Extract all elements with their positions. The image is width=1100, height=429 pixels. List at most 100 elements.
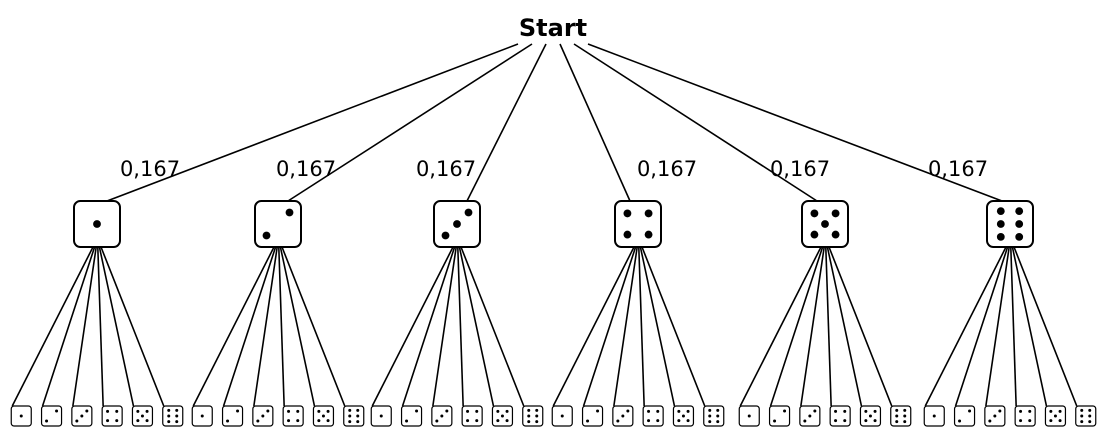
edge-6-to-4 bbox=[1010, 246, 1017, 407]
die-pip bbox=[75, 419, 79, 423]
edge-5-to-4 bbox=[825, 246, 832, 407]
die-face bbox=[282, 405, 304, 427]
die-pip bbox=[644, 230, 653, 239]
die-pip bbox=[998, 409, 1002, 413]
die-pip bbox=[85, 409, 89, 413]
die-face-4-icon bbox=[101, 405, 123, 427]
die-pip bbox=[317, 409, 321, 413]
die-pip bbox=[106, 409, 110, 413]
die-pip bbox=[686, 419, 690, 423]
die-pip bbox=[136, 419, 140, 423]
probability-label-3: 0,167 bbox=[416, 157, 476, 181]
die-face-6-icon bbox=[343, 405, 365, 427]
edge-4-to-4 bbox=[638, 246, 645, 407]
die-face-3-icon bbox=[799, 405, 821, 427]
die-pip bbox=[505, 419, 509, 423]
die-pip bbox=[527, 408, 531, 412]
die-pip bbox=[686, 409, 690, 413]
die-pip bbox=[326, 409, 330, 413]
die-pip bbox=[656, 409, 660, 413]
die-face-3-icon bbox=[71, 405, 93, 427]
die-pip bbox=[1028, 419, 1032, 423]
die-pip bbox=[560, 414, 564, 418]
die-pip bbox=[1028, 409, 1032, 413]
edge-4-to-6 bbox=[641, 246, 706, 407]
die-pip bbox=[873, 419, 877, 423]
die-pip bbox=[145, 409, 149, 413]
edge-3-to-3 bbox=[432, 246, 457, 407]
die-pip bbox=[440, 414, 444, 418]
die-pip bbox=[527, 414, 531, 418]
edge-6-to-5 bbox=[1011, 246, 1048, 407]
edge-6-to-6 bbox=[1013, 246, 1078, 407]
probability-label-4: 0,167 bbox=[637, 157, 697, 181]
die-pip bbox=[834, 409, 838, 413]
die-pip bbox=[773, 419, 777, 423]
die-pip bbox=[988, 419, 992, 423]
die-face-6-icon bbox=[890, 405, 912, 427]
die-pip bbox=[175, 414, 179, 418]
die-face bbox=[614, 200, 662, 248]
die-pip bbox=[405, 419, 409, 423]
die-pip bbox=[496, 419, 500, 423]
die-pip bbox=[287, 419, 291, 423]
die-pip bbox=[1015, 232, 1024, 241]
die-pip bbox=[356, 420, 360, 424]
die-face-6-icon bbox=[522, 405, 544, 427]
die-pip bbox=[296, 409, 300, 413]
die-pip bbox=[348, 420, 352, 424]
die-face bbox=[522, 405, 544, 427]
die-pip bbox=[55, 409, 59, 413]
die-face bbox=[400, 405, 423, 427]
probability-label-5: 0,167 bbox=[770, 157, 830, 181]
die-pip bbox=[441, 231, 450, 240]
die-pip bbox=[262, 231, 271, 240]
die-pip bbox=[996, 207, 1005, 216]
die-pip bbox=[535, 408, 539, 412]
die-pip bbox=[932, 414, 936, 418]
die-face-5-icon bbox=[312, 405, 335, 427]
die-pip bbox=[435, 419, 439, 423]
die-pip bbox=[621, 414, 625, 418]
edge-5-to-5 bbox=[826, 246, 863, 407]
die-pip bbox=[708, 414, 712, 418]
die-pip bbox=[1088, 420, 1092, 424]
die-pip bbox=[1053, 414, 1057, 418]
die-face-1-icon bbox=[923, 405, 945, 427]
die-pip bbox=[958, 419, 962, 423]
edge-1-to-2 bbox=[41, 246, 96, 407]
probability-label-1: 0,167 bbox=[120, 157, 180, 181]
edge-root-to-4 bbox=[559, 43, 631, 202]
die-face bbox=[890, 405, 912, 427]
edge-5-to-3 bbox=[800, 246, 825, 407]
die-pip bbox=[45, 419, 49, 423]
die-pip bbox=[266, 409, 270, 413]
die-pip bbox=[535, 414, 539, 418]
die-pip bbox=[1049, 409, 1053, 413]
die-pip bbox=[1088, 414, 1092, 418]
die-face-1-icon bbox=[551, 405, 573, 427]
die-pip bbox=[895, 408, 899, 412]
die-pip bbox=[834, 419, 838, 423]
die-face bbox=[1014, 405, 1036, 427]
edge-5-to-2 bbox=[769, 246, 824, 407]
die-pip bbox=[810, 230, 819, 239]
die-pip bbox=[348, 408, 352, 412]
die-face-4-icon bbox=[461, 405, 483, 427]
die-pip bbox=[356, 408, 360, 412]
die-face-1-icon bbox=[370, 405, 392, 427]
die-face-2-icon bbox=[221, 405, 244, 427]
die-face bbox=[986, 200, 1034, 248]
edge-4-to-1 bbox=[552, 246, 635, 407]
die-face-6-icon bbox=[703, 405, 725, 427]
die-pip bbox=[677, 419, 681, 423]
die-face-2-icon bbox=[581, 405, 604, 427]
die-face-5-icon bbox=[491, 405, 514, 427]
die-pip bbox=[644, 209, 653, 218]
die-pip bbox=[256, 419, 260, 423]
die-face bbox=[768, 405, 791, 427]
die-face-4-icon bbox=[1014, 405, 1036, 427]
edge-4-to-3 bbox=[613, 246, 638, 407]
edge-5-to-1 bbox=[739, 246, 822, 407]
die-pip bbox=[647, 419, 651, 423]
